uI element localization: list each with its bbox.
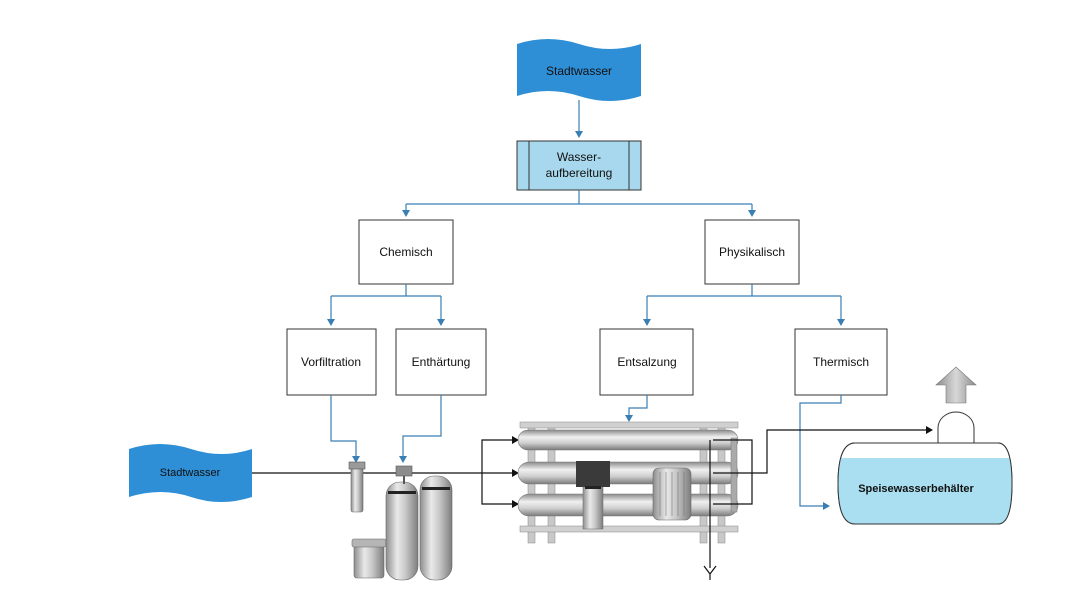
physical-box: Physikalisch	[704, 219, 800, 285]
treatment-label-line1: Wasser-	[557, 150, 601, 164]
source-left-label: Stadtwasser	[160, 467, 221, 479]
softening-box: Enthärtung	[395, 328, 487, 396]
chemical-label: Chemisch	[379, 245, 432, 259]
prefiltration-label: Vorfiltration	[301, 355, 361, 369]
connector-steps-equipment	[330, 395, 842, 510]
connector-treatment-branches	[402, 190, 756, 217]
ro-outlet-lines	[703, 426, 933, 580]
prefiltration-box: Vorfiltration	[286, 328, 377, 396]
treatment-box: Wasser- aufbereitung	[516, 140, 642, 191]
source-top-label: Stadtwasser	[546, 64, 612, 78]
physical-label: Physikalisch	[719, 245, 785, 259]
softener-tanks	[385, 465, 453, 581]
reverse-osmosis-unit	[517, 421, 739, 544]
desalination-label: Entsalzung	[617, 355, 676, 369]
salt-container	[351, 538, 387, 579]
connector-chemical-steps	[327, 284, 445, 326]
chemical-box: Chemisch	[358, 219, 454, 285]
source-top-flag: Stadtwasser	[517, 39, 641, 101]
feed-water-tank: Speisewasserbehälter	[837, 411, 1013, 525]
prefilter-cartridge	[348, 461, 366, 513]
desalination-box: Entsalzung	[599, 328, 694, 396]
source-left-flag: Stadtwasser	[129, 444, 252, 502]
treatment-label-line2: aufbereitung	[546, 166, 613, 180]
ro-inlet-arrows	[481, 436, 519, 508]
thermal-label: Thermisch	[813, 355, 869, 369]
softening-label: Enthärtung	[412, 355, 471, 369]
steam-outlet-arrow	[935, 366, 977, 404]
thermal-box: Thermisch	[794, 328, 888, 396]
connector-physical-steps	[643, 284, 845, 326]
feed-tank-label: Speisewasserbehälter	[858, 483, 974, 495]
